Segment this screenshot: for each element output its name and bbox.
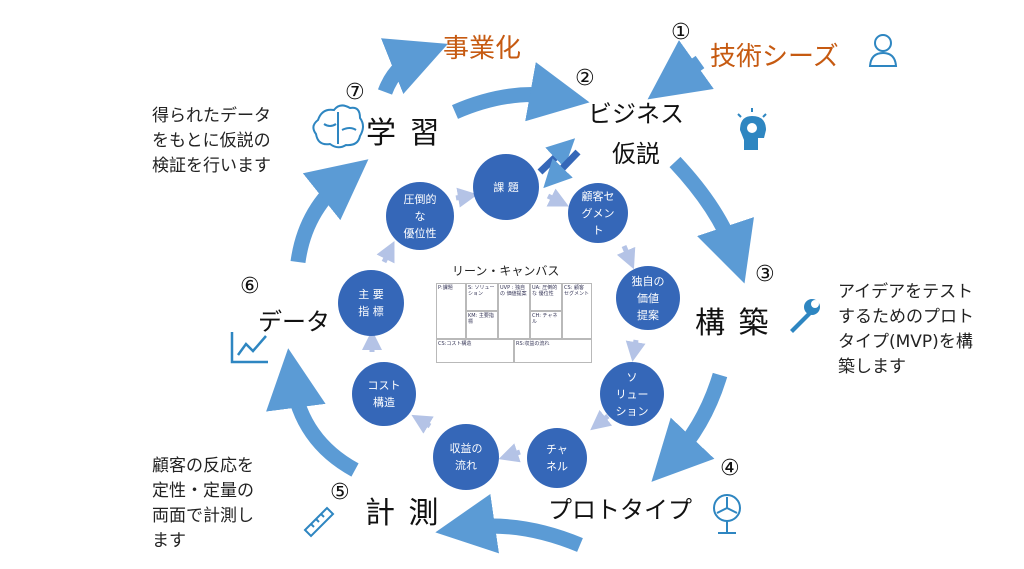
node-cost: コスト構造 [352, 362, 416, 426]
person-icon [868, 34, 898, 67]
hypothesis-label-line2: 仮説 [612, 140, 660, 168]
step-5-number: ⑤ [330, 480, 350, 505]
step-2-number: ② [575, 66, 595, 91]
ruler-icon [303, 506, 335, 538]
arrow-learn-to-business [377, 38, 448, 95]
build-label: 構 築 [695, 306, 771, 341]
node-solution: ソリューション [600, 362, 664, 426]
lc-solution: S: ソリュー ション [466, 283, 498, 311]
lc-cost-structure: CS:コスト構造 [436, 339, 514, 363]
prototype-label: プロトタイプ [548, 496, 692, 524]
step-1-number: ① [671, 20, 691, 45]
node-key-metrics: 主 要指 標 [338, 270, 404, 336]
business-label: 事業化 [443, 34, 522, 64]
hypothesis-label-line1: ビジネス [588, 100, 684, 128]
step-4-number: ④ [720, 456, 740, 481]
lightbulb-head-icon [737, 108, 767, 150]
measure-note: 顧客の反応を 定性・定量の 両面で計測し ます [152, 456, 254, 551]
arrow-prototype-to-measure [435, 494, 583, 554]
lc-unfair-advantage: UA: 圧倒的な 優位性 [530, 283, 562, 311]
tech-seeds-label: 技術シーズ [710, 42, 839, 72]
lc-channel: CH: チャネル [530, 311, 562, 339]
step-7-number: ⑦ [345, 80, 365, 105]
lean-canvas-title: リーン・キャンバス [452, 264, 560, 278]
node-unfair-advantage: 圧倒的な優位性 [386, 182, 454, 250]
learn-label: 学 習 [366, 116, 442, 151]
arrow-data-to-learn [290, 159, 369, 264]
fan-icon [713, 494, 741, 534]
line-chart-icon [230, 332, 268, 364]
arrow-hypothesis-to-build [669, 156, 754, 284]
node-revenue: 収益の流れ [433, 424, 499, 490]
lc-customer-segment: CS: 顧客 セグメント [562, 283, 592, 339]
arrow-measure-to-data [266, 348, 359, 477]
lc-key-metrics: KM: 主要指標 [466, 311, 498, 339]
measure-label: 計 測 [365, 496, 441, 531]
lc-problem: P:課題 [436, 283, 466, 339]
learn-note: 得られたデータ をもとに仮説の 検証を行います [152, 106, 271, 176]
arrow-hypothesis-to-issue [543, 149, 581, 189]
step-3-number: ③ [755, 262, 775, 287]
node-channel: チャネル [527, 428, 587, 488]
build-note: アイデアをテスト するためのプロト タイプ(MVP)を構 築します [838, 282, 974, 377]
wrench-icon [790, 299, 820, 333]
step-6-number: ⑥ [240, 274, 260, 299]
arrow-build-to-prototype [651, 372, 728, 482]
lc-uvp: UVP : 独自の 価値提案 [498, 283, 530, 339]
lc-revenue-streams: RS:収益の流れ [514, 339, 592, 363]
node-customer-segment: 顧客セグメント [568, 183, 628, 243]
node-issue: 課 題 [473, 154, 539, 220]
arrow-seeds-to-hypothesis [647, 40, 714, 100]
arrow-learn-to-hypothesis [452, 62, 590, 122]
brain-icon [312, 104, 364, 149]
node-uvp: 独自の価値提案 [616, 266, 680, 330]
data-label: データ [258, 308, 330, 336]
lean-canvas: P:課題 S: ソリュー ション KM: 主要指標 UVP : 独自の 価値提案… [436, 283, 592, 363]
